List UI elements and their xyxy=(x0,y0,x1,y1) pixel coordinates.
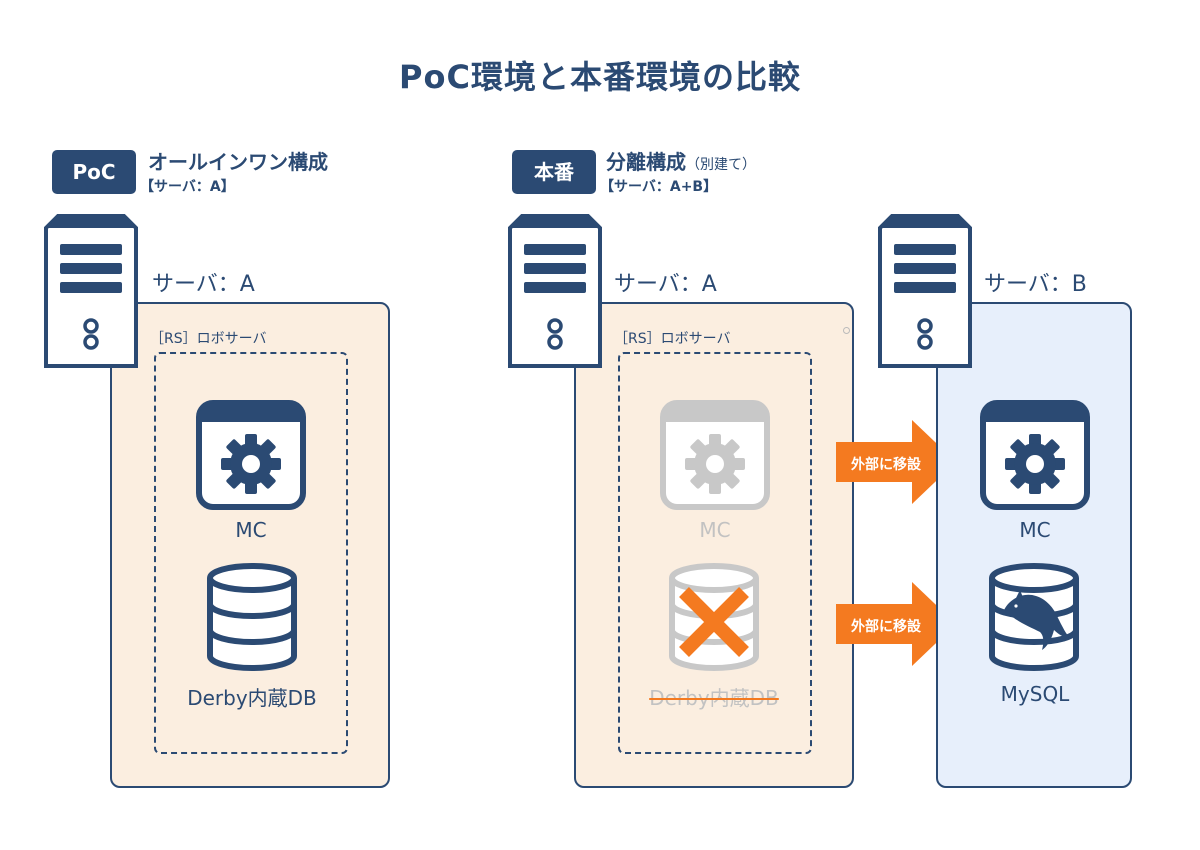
poc-db-label: Derby内蔵DB xyxy=(187,686,317,710)
poc-heading: オールインワン構成 xyxy=(148,150,328,174)
server-icon xyxy=(878,214,972,368)
poc-server-label: サーバ：A xyxy=(152,272,255,297)
prod-tag: 本番 xyxy=(512,150,596,194)
poc-subheading: 【サーバ：A】 xyxy=(140,179,235,195)
prod-heading-note: （別建て） xyxy=(686,157,756,173)
poc-tag: PoC xyxy=(52,150,136,194)
prod-subheading: 【サーバ：A+B】 xyxy=(600,179,718,195)
gear-window-icon xyxy=(980,400,1090,510)
prod-robo-server-box xyxy=(618,352,812,754)
page-title: PoC環境と本番環境の比較 xyxy=(399,58,801,96)
move-out-label-2: 外部に移設 xyxy=(851,619,921,635)
mysql-dolphin-icon xyxy=(1004,590,1070,650)
prod-server-a-label: サーバ：A xyxy=(614,272,717,297)
move-out-label-1: 外部に移設 xyxy=(851,457,921,473)
prod-a-mc-label: MC xyxy=(699,518,731,542)
arrow-right-icon xyxy=(836,420,956,504)
poc-server-a-panel xyxy=(110,302,390,788)
prod-b-db-label: MySQL xyxy=(1000,682,1070,706)
prod-b-mc-label: MC xyxy=(1019,518,1051,542)
gear-window-icon xyxy=(196,400,306,510)
decor-dot xyxy=(843,327,850,334)
server-icon xyxy=(508,214,602,368)
prod-rs-label: ［RS］ロボサーバ xyxy=(614,331,731,347)
server-icon xyxy=(44,214,138,368)
prod-heading: 分離構成（別建て） xyxy=(606,146,756,175)
prod-heading-main: 分離構成 xyxy=(606,150,686,174)
database-icon xyxy=(207,563,297,671)
cross-icon xyxy=(679,587,749,657)
prod-server-b-label: サーバ：B xyxy=(984,272,1087,297)
poc-mc-label: MC xyxy=(235,518,267,542)
arrow-right-icon xyxy=(836,582,956,666)
prod-a-db-label: Derby内蔵DB xyxy=(632,682,796,711)
prod-server-a-panel xyxy=(574,302,854,788)
poc-robo-server-box xyxy=(154,352,348,754)
prod-a-db-label-text: Derby内蔵DB xyxy=(649,686,779,710)
poc-rs-label: ［RS］ロボサーバ xyxy=(150,331,267,347)
gear-window-icon xyxy=(660,400,770,510)
prod-server-b-panel xyxy=(936,302,1132,788)
